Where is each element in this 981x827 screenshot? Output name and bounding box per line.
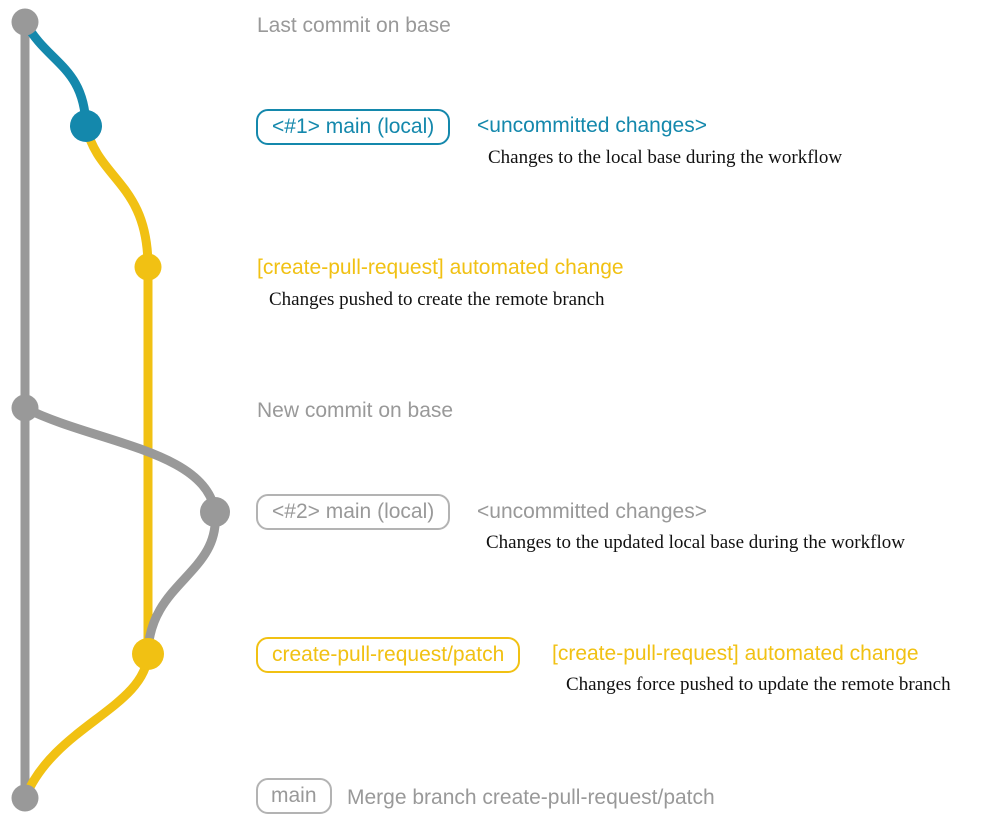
branch-label-main-local-1-text: <#1> main (local) [256, 109, 451, 145]
branch-label-main-local-2-text: <#2> main (local) [256, 494, 451, 530]
note-local-base-changes-2: Changes to the updated local base during… [486, 532, 905, 553]
branch-label-create-pull-request-patch: create-pull-request/patch [256, 637, 521, 673]
merge-into-base-line [20, 653, 153, 800]
branch-label-main-local-1: <#1> main (local) [256, 109, 451, 145]
create-pull-request-branch-line [81, 124, 153, 654]
commit-node-last-base [11, 8, 39, 36]
note-force-pushed-update-remote: Changes force pushed to update the remot… [566, 674, 951, 695]
commit-node-merge [11, 784, 39, 812]
status-automated-change-2: [create-pull-request] automated change [552, 642, 919, 665]
caption-last-commit-on-base: Last commit on base [257, 14, 451, 37]
base-update-branch-line [22, 403, 220, 513]
branch-label-main-text: main [256, 778, 332, 814]
commit-node-new-base [11, 394, 39, 422]
status-automated-change-1: [create-pull-request] automated change [257, 256, 624, 279]
branch-label-main: main [256, 778, 332, 814]
commit-node-automated-change-2 [132, 638, 164, 670]
commit-node-local-main-1 [70, 110, 102, 142]
caption-merge-branch: Merge branch create-pull-request/patch [347, 786, 715, 809]
caption-new-commit-on-base: New commit on base [257, 399, 454, 422]
branch-label-create-pull-request-patch-text: create-pull-request/patch [256, 637, 521, 673]
commit-node-automated-change-1 [134, 253, 162, 281]
branch-label-main-local-2: <#2> main (local) [256, 494, 451, 530]
commit-node-local-main-2 [200, 497, 230, 527]
rebase-onto-patch-line [143, 511, 220, 655]
note-pushed-create-remote: Changes pushed to create the remote bran… [269, 289, 605, 310]
status-uncommitted-changes-2: <uncommitted changes> [477, 500, 707, 523]
status-uncommitted-changes-1: <uncommitted changes> [477, 114, 707, 137]
local-main-branch-line [21, 19, 91, 127]
note-local-base-changes-1: Changes to the local base during the wor… [488, 147, 843, 168]
